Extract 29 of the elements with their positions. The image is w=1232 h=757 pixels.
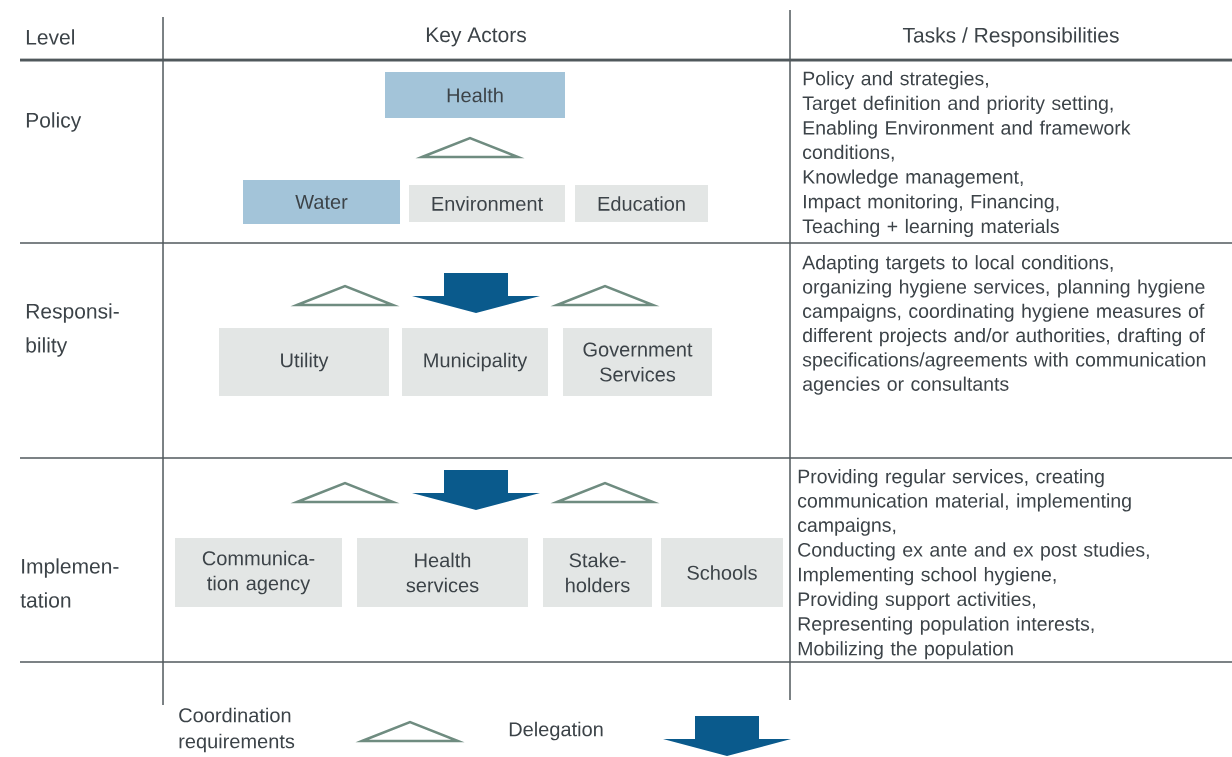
actor-box: Health services bbox=[357, 538, 528, 607]
actor-box: Water bbox=[243, 180, 400, 224]
column-header: Key Actors bbox=[426, 27, 526, 47]
legend-text: Delegation bbox=[509, 721, 603, 741]
level-label: Implemen- tation bbox=[20, 558, 119, 608]
task-text: Adapting targets to local conditions, organizing hygiene services, planning hygiene campaigns, coordinating hygiene measures of different projects and/or authorities, drafting of specifications/agreements with communication agencies or consultants bbox=[802, 255, 1206, 395]
task-text: Representing population interests, bbox=[798, 616, 1094, 635]
actor-box: Government Services bbox=[563, 328, 712, 396]
task-text: Policy and strategies, bbox=[803, 71, 988, 90]
task-text: Mobilizing the population bbox=[798, 641, 1013, 660]
legend-text: Coordination requirements bbox=[179, 707, 295, 753]
column-header: Level bbox=[26, 29, 74, 45]
actor-box: Education bbox=[575, 185, 708, 222]
actor-box: Stake- holders bbox=[543, 538, 652, 607]
actor-box: Municipality bbox=[402, 328, 548, 396]
actor-box: Schools bbox=[661, 538, 783, 607]
actor-box: Environment bbox=[409, 185, 565, 222]
task-text: Teaching + learning materials bbox=[802, 218, 1059, 238]
task-text: Target definition and priority setting, bbox=[802, 95, 1113, 114]
task-text: Providing regular services, creating communication material, implementing campaigns, bbox=[798, 469, 1131, 536]
level-label: Policy bbox=[26, 112, 82, 132]
task-text: Impact monitoring, Financing, bbox=[804, 194, 1059, 213]
task-text: Knowledge management, bbox=[803, 169, 1023, 188]
column-header: Tasks / Responsibilities bbox=[902, 27, 1119, 47]
task-text: Enabling Environment and framework conditions, bbox=[803, 120, 1131, 162]
actor-box: Health bbox=[385, 72, 565, 118]
actor-box: Utility bbox=[219, 328, 389, 396]
level-label: Responsi- bility bbox=[26, 303, 119, 357]
actor-box: Communica- tion agency bbox=[175, 538, 342, 607]
